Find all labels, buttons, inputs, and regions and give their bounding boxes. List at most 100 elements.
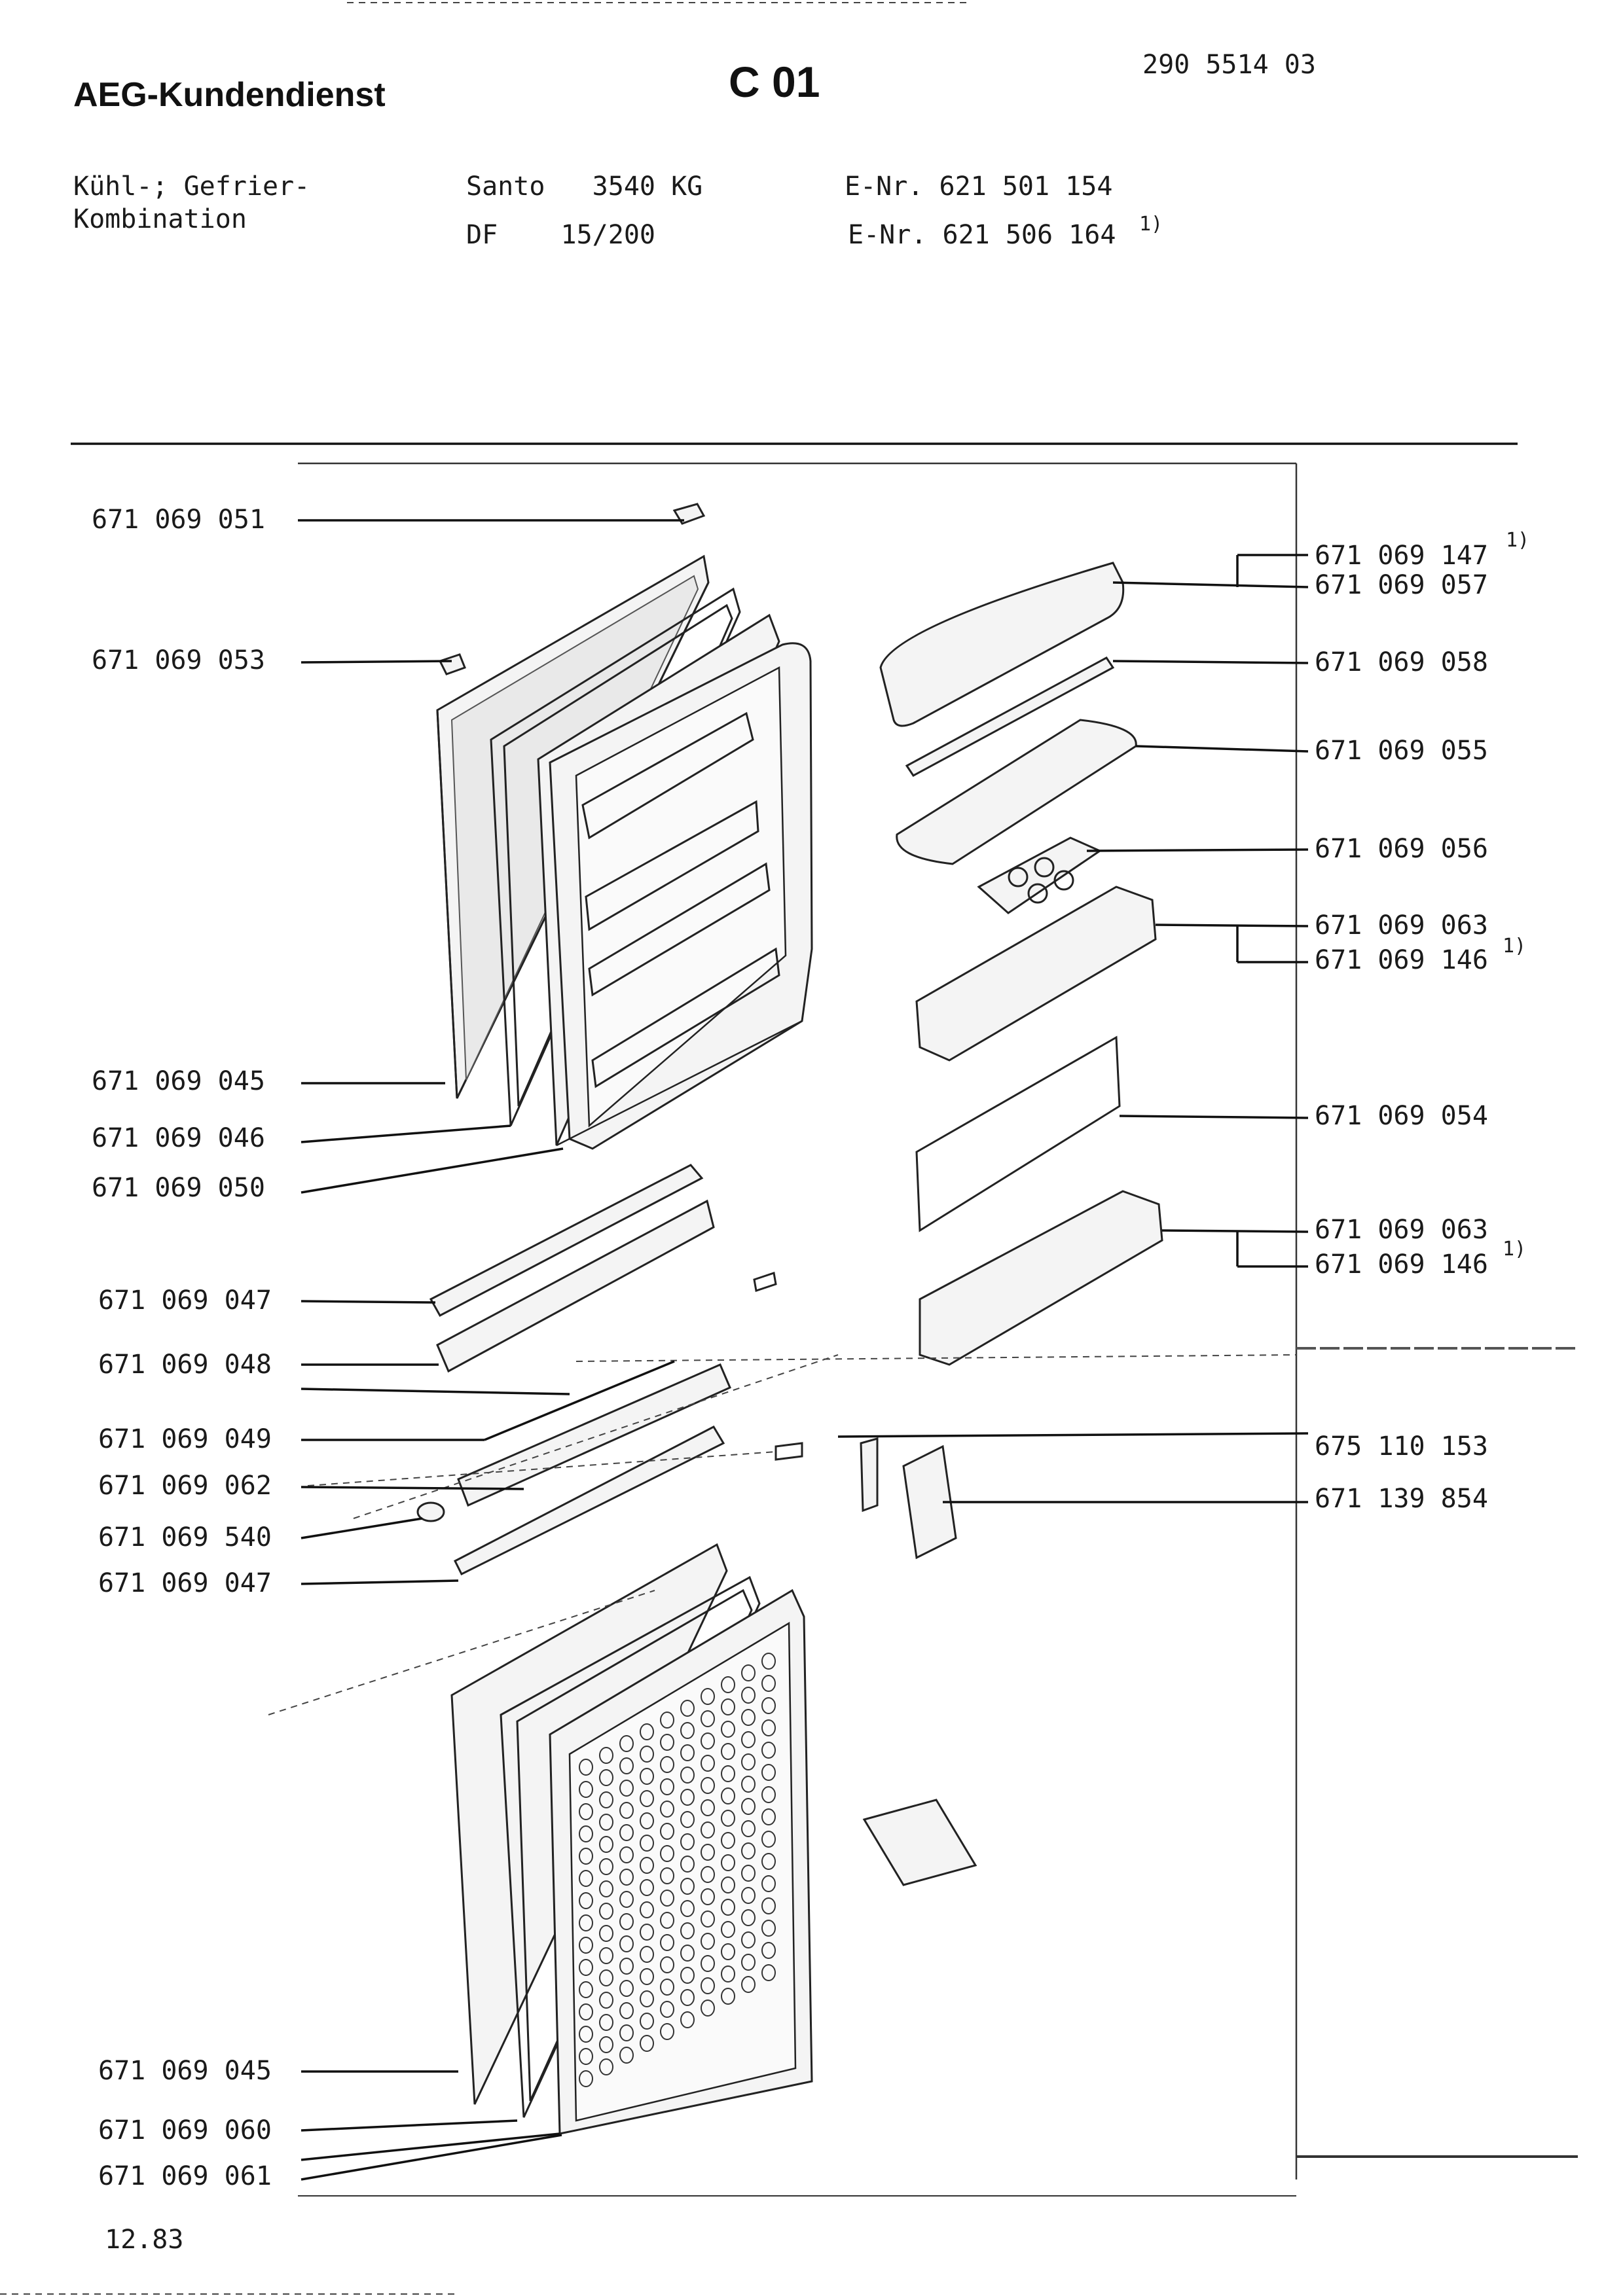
liner-bump <box>701 2000 715 2017</box>
liner-bump <box>741 1776 756 1793</box>
liner-bump <box>579 2003 593 2020</box>
dairy-compartment-cover <box>879 562 1125 727</box>
liner-bump <box>579 2026 593 2043</box>
rail-047-upper <box>429 1164 704 1318</box>
right-part-label: 671 069 147 <box>1315 541 1488 571</box>
liner-bump <box>721 1832 735 1849</box>
liner-bump <box>761 1964 776 1981</box>
liner-bump <box>640 2013 654 2030</box>
left-callouts: 671 069 051 671 069 053 671 069 045 671 … <box>92 505 684 2191</box>
hinge-cap-part <box>438 653 466 675</box>
left-part-label: 671 069 047 <box>98 1568 272 1598</box>
right-part-note: 1) <box>1503 1238 1526 1261</box>
liner-bump <box>640 1812 654 1829</box>
liner-bump <box>599 1903 613 1920</box>
liner-bump <box>599 1947 613 1964</box>
dairy-shelf <box>896 719 1137 865</box>
liner-bump <box>701 1866 715 1883</box>
liner-bump <box>701 1821 715 1839</box>
right-part-label: 671 069 146 <box>1315 945 1488 975</box>
liner-bump <box>579 1848 593 1865</box>
left-part-label: 671 069 046 <box>92 1123 265 1153</box>
liner-bump <box>741 1820 756 1837</box>
left-part-label: 671 069 045 <box>92 1066 265 1096</box>
liner-bump <box>701 1777 715 1794</box>
liner-bump <box>680 1900 695 1917</box>
freezer-door-assembly <box>450 1543 813 2135</box>
liner-bump <box>640 2035 654 2052</box>
liner-bump <box>660 2023 674 2040</box>
liner-bump <box>701 1933 715 1950</box>
liner-bump <box>599 1880 613 1897</box>
left-part-label: 671 069 051 <box>92 505 265 535</box>
liner-bump <box>701 1955 715 1972</box>
liner-bump <box>660 1890 674 1907</box>
liner-bump <box>701 1977 715 1994</box>
liner-bump <box>640 1768 654 1785</box>
liner-bump <box>701 1710 715 1727</box>
liner-bump <box>721 1921 735 1938</box>
liner-bump <box>741 1931 756 1948</box>
liner-bump <box>741 1664 756 1681</box>
liner-bump <box>721 1743 735 1760</box>
liner-bump <box>680 1967 695 1984</box>
liner-bump <box>660 1823 674 1840</box>
liner-bump <box>761 1853 776 1870</box>
liner-bump <box>660 1845 674 1862</box>
freezer-liner-pattern <box>579 1653 776 2087</box>
liner-bump <box>660 1912 674 1929</box>
liner-bump <box>721 1810 735 1827</box>
liner-bump <box>660 1778 674 1795</box>
right-part-note: 1) <box>1506 529 1529 552</box>
liner-bump <box>640 1723 654 1740</box>
left-part-label: 671 069 045 <box>98 2056 272 2086</box>
liner-bump <box>619 1935 634 1952</box>
liner-bump <box>741 1753 756 1770</box>
liner-bump <box>599 1992 613 2009</box>
liner-bump <box>579 1959 593 1976</box>
liner-bump <box>579 1914 593 1931</box>
left-part-label: 671 069 047 <box>98 1285 272 1316</box>
liner-bump <box>599 1747 613 1764</box>
door-bottle-tray-lower <box>919 1190 1163 1366</box>
liner-bump <box>640 1746 654 1763</box>
liner-bump <box>761 1875 776 1892</box>
liner-bump <box>619 1913 634 1930</box>
left-part-label: 671 069 062 <box>98 1471 272 1501</box>
liner-bump <box>660 1801 674 1818</box>
liner-bump <box>619 1780 634 1797</box>
footer-date: 12.83 <box>105 2225 183 2255</box>
door-bottle-tray-upper <box>915 886 1157 1062</box>
liner-bump <box>741 1687 756 1704</box>
liner-bump <box>660 1934 674 1951</box>
right-part-label: 671 139 854 <box>1315 1484 1488 1514</box>
liner-bump <box>761 1764 776 1781</box>
right-part-label: 671 069 056 <box>1315 834 1488 864</box>
liner-bump <box>680 1856 695 1873</box>
liner-bump <box>599 1814 613 1831</box>
right-part-label: 671 069 054 <box>1315 1101 1488 1131</box>
liner-bump <box>701 1732 715 1749</box>
liner-bump <box>761 1786 776 1803</box>
liner-bump <box>599 2036 613 2053</box>
liner-bump <box>761 1942 776 1959</box>
liner-bump <box>680 1945 695 1962</box>
liner-bump <box>619 1891 634 1908</box>
liner-bump <box>741 1887 756 1904</box>
liner-bump <box>579 1870 593 1887</box>
liner-bump <box>599 2014 613 2031</box>
liner-bump <box>741 1731 756 1748</box>
liner-bump <box>761 1897 776 1914</box>
liner-bump <box>680 1744 695 1761</box>
liner-bump <box>640 1968 654 1985</box>
liner-bump <box>701 1888 715 1905</box>
fridge-door-assembly <box>436 503 813 1150</box>
rail-047-lower <box>453 1426 725 1576</box>
document-number: 290 5514 03 <box>1142 50 1316 80</box>
brand-title: AEG-Kundendienst <box>73 76 386 114</box>
liner-bump <box>579 2048 593 2065</box>
liner-bump <box>761 1808 776 1825</box>
liner-bump <box>619 1980 634 1997</box>
liner-bump <box>680 1789 695 1806</box>
